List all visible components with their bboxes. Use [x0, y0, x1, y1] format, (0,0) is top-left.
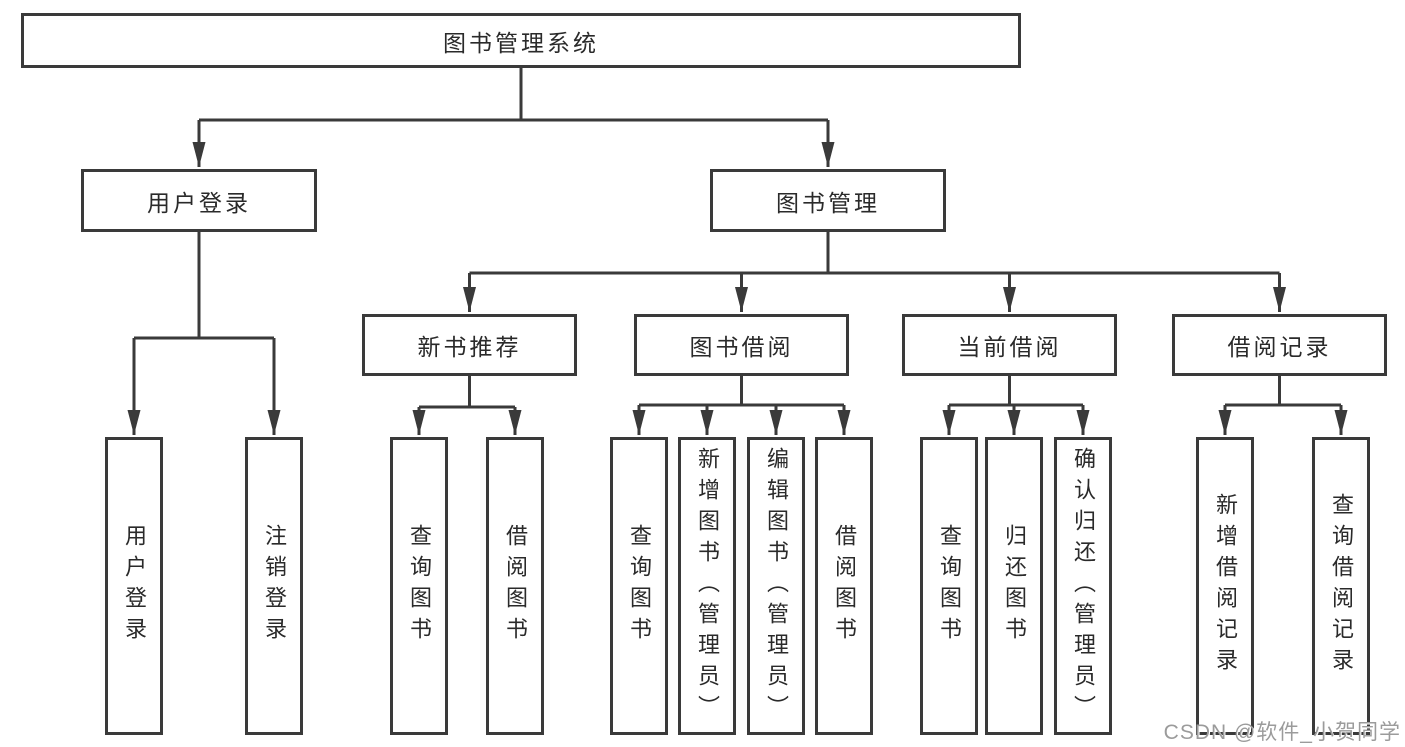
leaf-query-borrow-record: 查询借阅记录 [1312, 437, 1370, 735]
node-new-book-recommend: 新书推荐 [362, 314, 577, 376]
leaf-logout: 注销登录 [245, 437, 303, 735]
leaf-confirm-return-admin: 确认归还（管理员） [1054, 437, 1112, 735]
node-current-borrow: 当前借阅 [902, 314, 1117, 376]
leaf-return-book: 归还图书 [985, 437, 1043, 735]
leaf-borrow-book-recommend: 借阅图书 [486, 437, 544, 735]
leaf-add-book-admin: 新增图书（管理员） [678, 437, 736, 735]
node-user-login: 用户登录 [81, 169, 317, 232]
leaf-add-borrow-record: 新增借阅记录 [1196, 437, 1254, 735]
node-root-system: 图书管理系统 [21, 13, 1021, 68]
csdn-watermark: CSDN @软件_小贺同学 [1163, 721, 1401, 744]
leaf-query-book-recommend: 查询图书 [390, 437, 448, 735]
leaf-user-login: 用户登录 [105, 437, 163, 735]
node-book-management: 图书管理 [710, 169, 946, 232]
leaf-query-book-borrow: 查询图书 [610, 437, 668, 735]
leaf-borrow-book: 借阅图书 [815, 437, 873, 735]
leaf-edit-book-admin: 编辑图书（管理员） [747, 437, 805, 735]
node-book-borrow: 图书借阅 [634, 314, 849, 376]
node-borrow-records: 借阅记录 [1172, 314, 1387, 376]
leaf-query-book-current: 查询图书 [920, 437, 978, 735]
